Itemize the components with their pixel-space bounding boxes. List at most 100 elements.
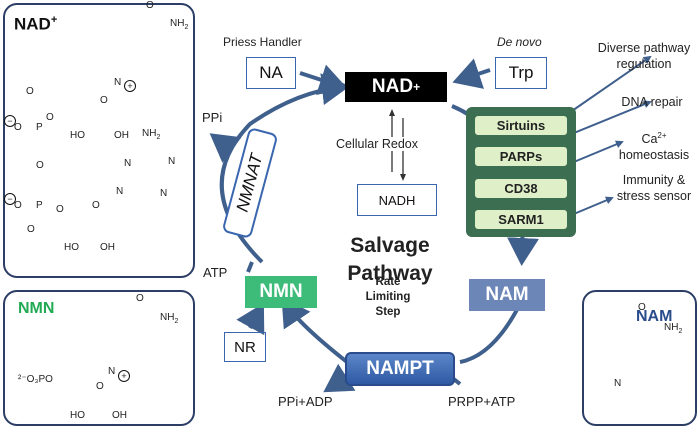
nad-oh2: OH [100,242,115,253]
arrow-to-pathway-regulation [568,55,652,114]
nad-minus2: − [4,193,16,205]
nad-n-ad3: N [116,186,124,197]
nmn-nh2-text: NH [160,312,175,323]
nad-n-plus: N [114,77,122,88]
function-ca-sup: 2+ [657,131,667,140]
nad-nh2-top: NH2 [170,18,188,31]
nad-nh2-ad-text: NH [142,128,157,139]
nad-amide-o: O [146,0,154,11]
salvage-pathway-title: Salvage Pathway [330,232,450,288]
nad-plus-node: NAD+ [345,72,447,102]
arrow-trp-to-nad [452,58,491,89]
nmn-nh2-sub: 2 [174,318,179,325]
nad-minus2-text: − [7,194,13,204]
nmn-phosphate: ²⁻O₃PO [18,374,53,385]
function-immunity-line2: stress sensor [616,189,692,203]
nampt-node: NAMPT [345,352,455,386]
nad-o-link1: O [46,112,54,123]
trp-node: Trp [495,57,547,89]
nad-plus-title-sup: + [50,14,58,26]
cellular-redox-label: Cellular Redox [334,137,420,151]
function-ca-text: Ca [641,132,658,147]
function-immunity: Immunity & stress sensor [612,172,696,204]
function-ca-homeostasis: Ca2+ homeostasis [614,128,694,163]
ppi-label: PPi [202,110,223,125]
function-arrows [568,55,652,217]
enzyme-sarm1: SARM1 [473,208,569,231]
nmn-n-plus: N [108,366,116,377]
na-node: NA [246,57,296,89]
function-immunity-line1: Immunity & [622,173,686,187]
nad-p2: P [36,200,43,211]
nad-o-eq2: O [27,224,35,235]
nmn-amide-o: O [136,293,144,304]
arrow-na-to-nad [299,64,348,96]
nad-plus-node-sup: + [413,80,421,94]
nad-nh2-top-text: NH [170,18,185,29]
function-ca-line1: Ca2+ [614,128,694,147]
nad-plus-title-text: NAD [14,14,51,34]
function-pathway-line2: regulation [616,57,672,71]
nmn-oh: OH [112,410,127,421]
rate-limiting-label: Rate Limiting Step [356,275,420,320]
nmn-panel-title: NMN [18,300,55,317]
nad-p1: P [36,122,43,133]
enzyme-parps: PARPs [473,145,569,168]
de-novo-label: De novo [497,35,542,49]
nad-oh1: OH [114,130,129,141]
nad-ring-o2: O [92,200,100,211]
nad-ho2: HO [64,242,79,253]
nmn-plus-charge: + [118,370,130,382]
nmn-nh2: NH2 [160,312,178,325]
nad-plus-charge-text: + [127,81,133,91]
nmn-node: NMN [245,276,317,308]
nmn-ho: HO [70,410,85,421]
nam-panel [582,290,697,426]
arrow-to-dna-repair [568,100,652,136]
nmn-plus-charge-text: + [121,371,127,381]
enzyme-cd38: CD38 [473,177,569,200]
nad-nh2-ad-sub: 2 [156,134,161,141]
nad-nh2-top-sub: 2 [184,24,189,31]
nam-nh2-text: NH [664,322,679,333]
arrow-atp-to-cycle [246,261,254,273]
arrow-to-immunity [568,196,614,217]
preiss-handler-label: Priess Handler [223,35,302,49]
nad-ring-o1: O [100,95,108,106]
arrow-cycle-to-ppi [209,133,242,163]
nad-o-anion1: O [14,122,22,133]
arrow-to-ca-homeostasis [568,140,624,165]
nam-nh2: NH2 [664,322,682,335]
nadh-node: NADH [357,184,437,216]
atp-label: ATP [203,265,228,280]
nad-n-ad2: N [168,156,176,167]
nad-o-anion2: O [14,200,22,211]
rate-line2: Limiting [365,291,411,303]
nad-nh2-adenine: NH2 [142,128,160,141]
nad-n-ad4: N [160,188,168,199]
nad-o-eq1: O [26,86,34,97]
function-pathway-regulation: Diverse pathway regulation [592,40,696,72]
nam-n: N [614,378,622,389]
nad-o-link2: O [56,204,64,215]
prpp-atp-label: PRPP+ATP [448,394,516,409]
nr-node: NR [224,332,266,362]
nam-amide-o: O [638,302,646,313]
function-dna-repair: DNA repair [621,95,683,109]
nam-node: NAM [469,279,545,311]
arc-nampt-to-nmn [281,297,349,364]
nad-o-bridge: O [36,160,44,171]
nad-plus-node-text: NAD [371,76,414,97]
nad-n-ad1: N [124,158,132,169]
arrow-nr-to-nmn [236,303,265,336]
function-pathway-line1: Diverse pathway [597,41,691,55]
nmn-panel [3,290,195,426]
salvage-title-line1: Salvage [350,234,430,257]
ppi-adp-label: PPi+ADP [278,394,333,409]
nmn-ring-o: O [96,381,104,392]
nad-minus1: − [4,115,16,127]
nad-plus-charge: + [124,80,136,92]
rate-line3: Step [375,306,401,318]
salvage-title-line2: Pathway [347,262,433,285]
